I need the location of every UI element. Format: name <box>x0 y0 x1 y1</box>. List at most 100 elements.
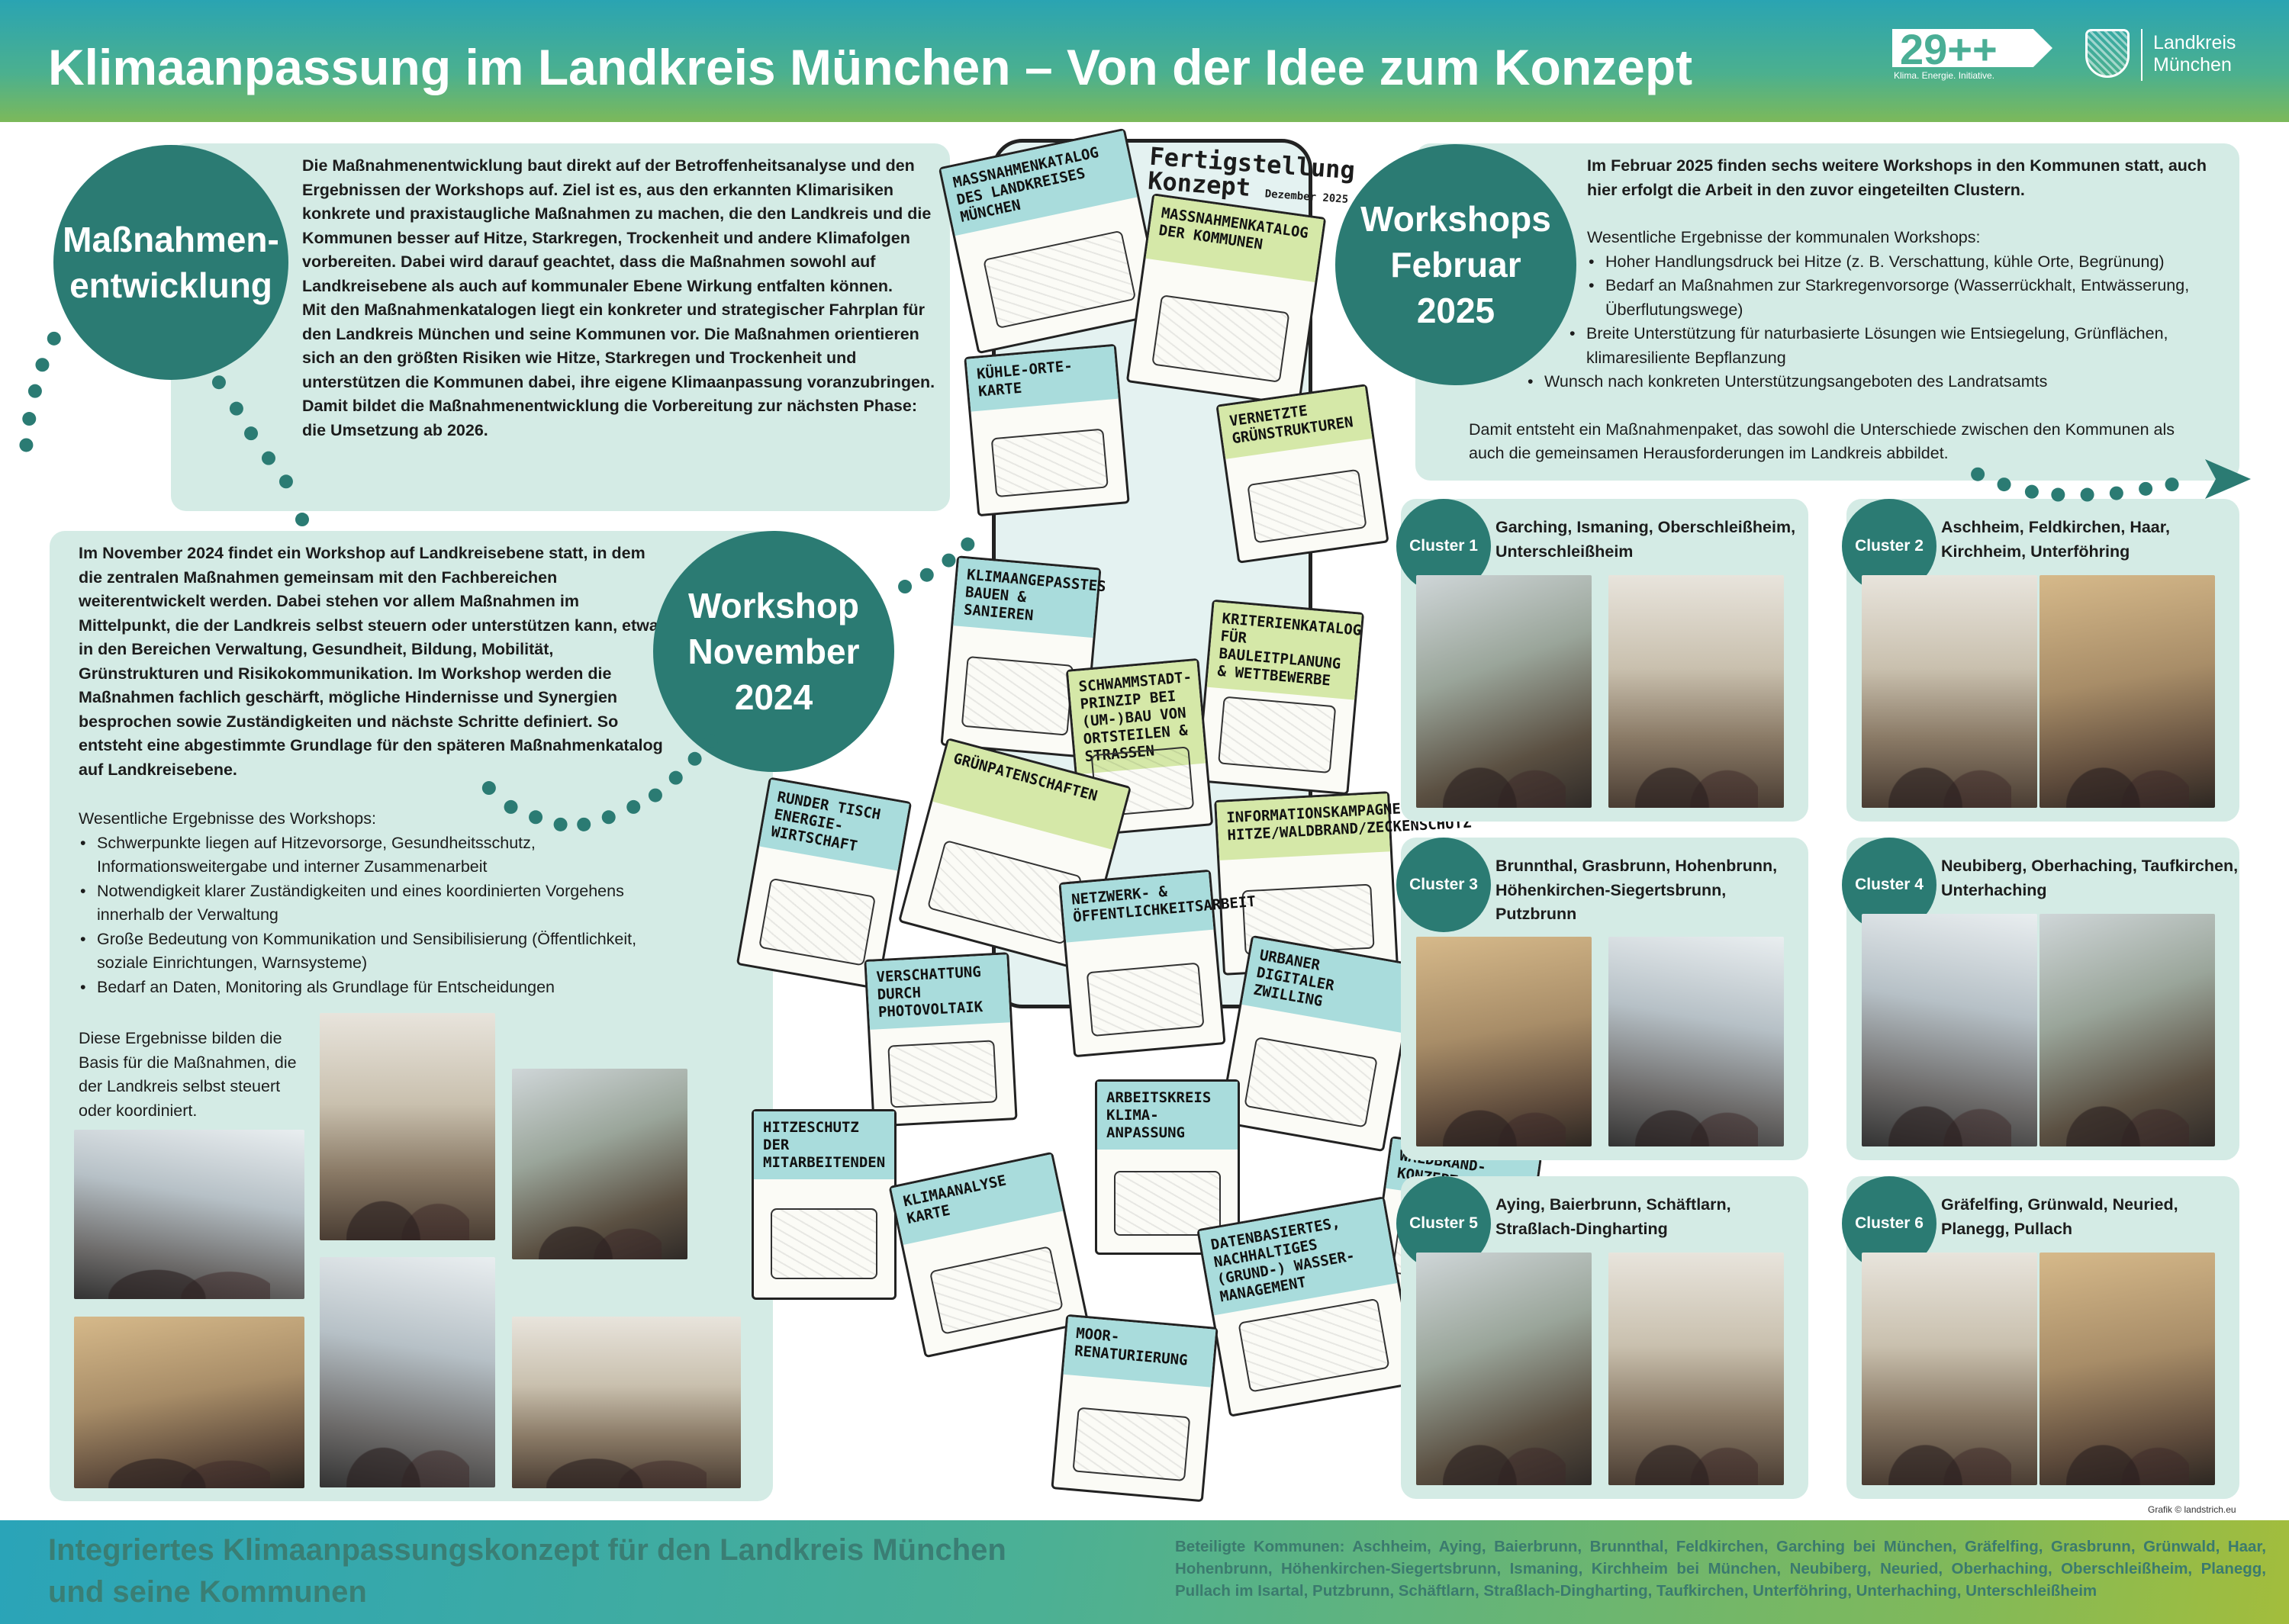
measure-title: Klimaangepasstes Bauen & Sanieren <box>953 558 1106 638</box>
cluster-badge: Cluster 3 <box>1396 838 1491 932</box>
measure-sketch-card: Moor-Renaturierung <box>1051 1314 1219 1503</box>
measure-sketch-card: Hitzeschutz der Mitarbeitenden <box>752 1109 897 1300</box>
footer-banner: Integriertes Klimaanpassungskonzept für … <box>0 1520 2289 1624</box>
sketch-illustration <box>983 230 1137 329</box>
sketch-illustration <box>887 1040 998 1108</box>
result-item: Wunsch nach konkreten Unterstützungsange… <box>1526 370 2213 394</box>
participating-municipalities: Beteiligte Kommunen: Aschheim, Aying, Ba… <box>1175 1538 2266 1600</box>
result-item: Große Bedeutung von Kommunikation und Se… <box>79 928 674 976</box>
measure-title: Informationskampagne Hitze/Waldbrand/Zec… <box>1216 793 1472 861</box>
connector-dot <box>961 537 975 552</box>
logo-divider <box>2141 29 2143 81</box>
connector-dot <box>919 568 934 582</box>
connector-dot <box>19 438 34 452</box>
workshop-photo <box>320 1257 495 1487</box>
measure-title: Verschattung durch Photovoltaik <box>866 954 1010 1030</box>
measure-sketch-card: Klimaanalyse Karte <box>888 1151 1090 1359</box>
workshop-photo <box>1416 1253 1592 1485</box>
sketch-illustration <box>1218 696 1337 773</box>
result-item: Bedarf an Daten, Monitoring als Grundlag… <box>79 976 674 1000</box>
sketch-illustration <box>929 1245 1064 1335</box>
workshop-photo <box>1862 914 2037 1146</box>
measure-sketch-card: Netzwerk- & Öffentlichkeitsarbeit <box>1058 869 1257 1058</box>
cluster-municipalities: Neubiberg, Oberhaching, Taufkirchen, Unt… <box>1941 857 2239 899</box>
result-item: Bedarf an Maßnahmen zur Starkregenvorsor… <box>1587 274 2213 322</box>
workshop-nov-results: Schwerpunkte liegen auf Hitzevorsorge, G… <box>79 831 674 1000</box>
sketch-illustration <box>1086 962 1205 1037</box>
workshops-feb-results-heading: Wesentliche Ergebnisse der kommunalen Wo… <box>1587 228 1981 246</box>
measure-sketch-card: Maßnahmenkatalog der Kommunen <box>1125 193 1327 407</box>
massnahmen-text-1: Die Maßnahmenentwicklung baut direkt auf… <box>302 156 932 295</box>
workshop-photo <box>2039 914 2215 1146</box>
measure-title: Klimaanalyse Karte <box>891 1154 1064 1246</box>
workshops-feb-intro: Im Februar 2025 finden sechs weitere Wor… <box>1587 156 2207 199</box>
workshops-feb-results: Hoher Handlungsdruck bei Hitze (z. B. Ve… <box>1528 250 2213 394</box>
graphic-credit: Grafik © landstrich.eu <box>2148 1504 2236 1515</box>
workshop-photo <box>2039 575 2215 808</box>
connector-dot <box>898 580 913 594</box>
connector-dot <box>35 358 50 372</box>
measure-sketch-card: Verschattung durch Photovoltaik <box>864 952 1018 1127</box>
result-item: Schwerpunkte liegen auf Hitzevorsorge, G… <box>79 831 674 880</box>
massnahmen-text-3: Damit bildet die Maßnahmenentwicklung di… <box>302 397 917 439</box>
measure-sketch-card: Kühle-Orte-Karte <box>964 343 1130 517</box>
cluster-card-1: Cluster 1 Garching, Ismaning, Oberschlei… <box>1396 499 1808 822</box>
massnahmen-panel: Die Maßnahmenentwicklung baut direkt auf… <box>171 143 950 511</box>
logo-29plus-subtitle: Klima. Energie. Initiative. <box>1894 70 1995 81</box>
measure-sketch-card: Kriterienkatalog für Bauleitplanung & We… <box>1196 599 1365 796</box>
measure-sketch-card: Urbaner digitaler Zwilling <box>1218 934 1418 1153</box>
sketch-illustration <box>771 1208 877 1279</box>
measure-title: Maßnahmenkatalog des Landkreises München <box>941 130 1138 236</box>
cluster-municipalities: Gräfelfing, Grünwald, Neuried, Planegg, … <box>1941 1195 2178 1238</box>
workshop-photo <box>320 1013 495 1240</box>
measure-title: Moor-Renaturierung <box>1063 1316 1216 1388</box>
cluster-badge: Cluster 1 <box>1396 499 1491 593</box>
workshop-photo <box>1608 575 1784 808</box>
cluster-card-4: Cluster 4 Neubiberg, Oberhaching, Taufki… <box>1842 838 2239 1160</box>
footer-title: Integriertes Klimaanpassungskonzept für … <box>48 1533 1006 1609</box>
sketch-illustration <box>1151 294 1290 383</box>
workshop-nov-closing: Diese Ergebnisse bilden die Basis für di… <box>79 1029 297 1120</box>
connector-dot <box>22 412 37 426</box>
result-item: Breite Unterstützung für naturbasierte L… <box>1568 322 2213 370</box>
sketch-illustration <box>758 877 877 966</box>
measure-title: Arbeitskreis Klima-Anpassung <box>1097 1082 1238 1150</box>
measure-sketch-card: Datenbasiertes, nachhaltiges (Grund-) Wa… <box>1196 1196 1418 1417</box>
workshop-nov-results-heading: Wesentliche Ergebnisse des Workshops: <box>79 809 376 828</box>
measure-title: Kühle-Orte-Karte <box>966 346 1119 412</box>
sketch-illustration <box>1247 468 1367 544</box>
workshop-photo <box>1862 575 2037 808</box>
workshop-nov-panel: Im November 2024 findet ein Workshop auf… <box>50 531 773 1501</box>
measure-title: Hitzeschutz der Mitarbeitenden <box>754 1111 894 1179</box>
measure-sketch-card: Vernetzte Grünstrukturen <box>1215 384 1389 564</box>
cluster-municipalities: Aying, Baierbrunn, Schäftlarn, Straßlach… <box>1495 1195 1731 1238</box>
measure-title: Kriterienkatalog für Bauleitplanung & We… <box>1206 601 1362 700</box>
connector-dot <box>27 384 42 398</box>
header-banner: Klimaanpassung im Landkreis München – Vo… <box>0 0 2289 122</box>
connector-dot <box>2024 484 2039 499</box>
cluster-card-3: Cluster 3 Brunnthal, Grasbrunn, Hohenbru… <box>1396 838 1808 1160</box>
massnahmen-text-2: Mit den Maßnahmenkatalogen liegt ein kon… <box>302 301 935 391</box>
logo-29plus: 29++ <box>1892 29 2052 67</box>
measure-sketch-card: Maßnahmenkatalog des Landkreises München <box>938 127 1165 355</box>
page-title: Klimaanpassung im Landkreis München – Vo… <box>48 39 1693 95</box>
cluster-municipalities: Garching, Ismaning, Oberschleißheim, Unt… <box>1495 518 1796 561</box>
workshop-photo <box>512 1069 687 1259</box>
sketch-illustration <box>1238 1298 1390 1393</box>
measure-title: Runder Tisch Energie-Wirtschaft <box>759 779 909 871</box>
cluster-municipalities: Aschheim, Feldkirchen, Haar, Kirchheim, … <box>1941 518 2170 561</box>
connector-dot <box>2139 481 2153 496</box>
cluster-card-6: Cluster 6 Gräfelfing, Grünwald, Neuried,… <box>1842 1176 2239 1499</box>
workshop-photo <box>1608 1253 1784 1485</box>
cluster-card-2: Cluster 2 Aschheim, Feldkirchen, Haar, K… <box>1842 499 2239 822</box>
workshop-photo <box>1608 937 1784 1146</box>
workshop-photo <box>1416 937 1592 1146</box>
workshop-nov-intro: Im November 2024 findet ein Workshop auf… <box>79 544 663 779</box>
workshop-photo <box>2039 1253 2215 1485</box>
cluster-card-5: Cluster 5 Aying, Baierbrunn, Schäftlarn,… <box>1396 1176 1808 1499</box>
workshop-photo <box>512 1317 741 1488</box>
cluster-municipalities: Brunnthal, Grasbrunn, Hohenbrunn, Höhenk… <box>1495 857 1778 923</box>
measure-title: Netzwerk- & Öffentlichkeitsarbeit <box>1061 871 1257 943</box>
